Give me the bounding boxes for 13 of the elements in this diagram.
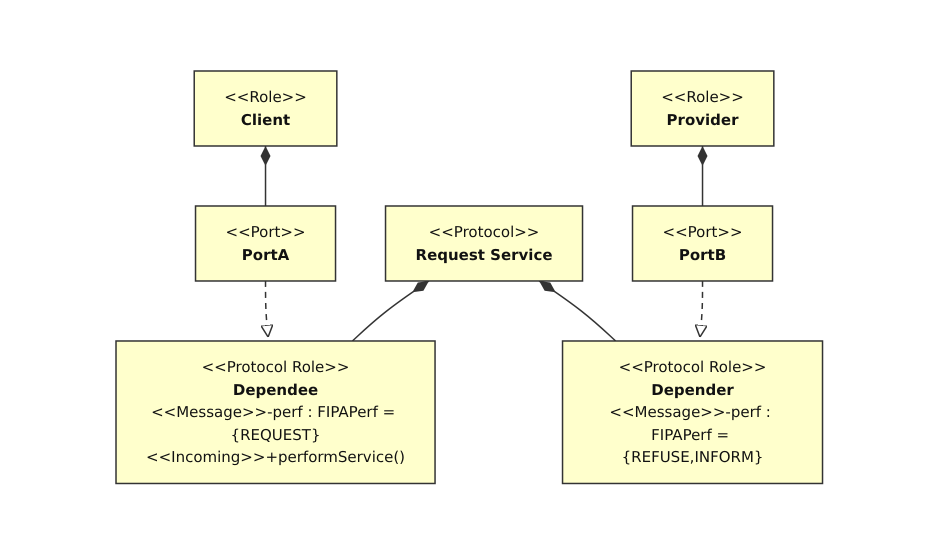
connector bbox=[352, 280, 430, 342]
node-box: <<Role>> Provider bbox=[630, 70, 774, 147]
arrow bbox=[694, 281, 708, 338]
node-box: <<Port>> PortB bbox=[632, 206, 774, 282]
node-box: <<Protocol Role>> Depender <<Message>>-perf : FIPAPerf = {REFUSE,INFORM} bbox=[562, 340, 823, 484]
node-box: <<Role>> Client bbox=[193, 70, 338, 147]
node-box: <<Protocol Role>> Dependee <<Message>>-perf : FIPAPerf = {REQUEST} <<Incoming>>+performService() bbox=[115, 340, 436, 484]
connector bbox=[697, 146, 708, 206]
connector bbox=[260, 146, 270, 206]
connector bbox=[538, 280, 616, 342]
arrow bbox=[260, 281, 274, 338]
node-box: <<Protocol>> Request Service bbox=[384, 206, 583, 282]
node-box: <<Port>> PortA bbox=[194, 206, 336, 282]
